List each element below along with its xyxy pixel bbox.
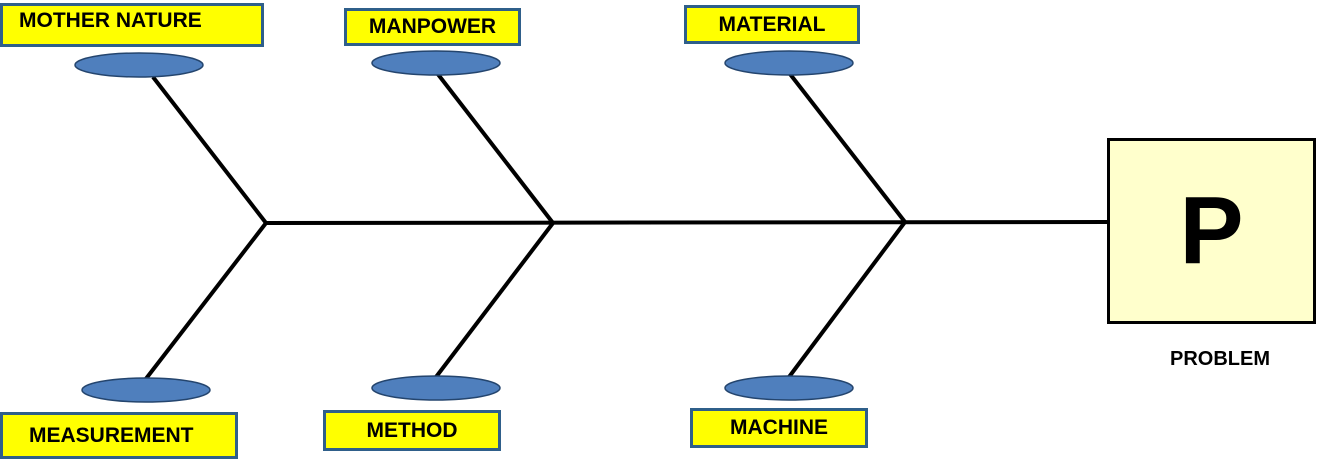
bone-material <box>788 72 907 224</box>
cause-label-manpower: MANPOWER <box>344 8 521 46</box>
cause-label-method: METHOD <box>323 410 501 451</box>
cause-label-measurement: MEASUREMENT <box>0 412 238 459</box>
node-mother-nature <box>74 52 204 78</box>
node-material <box>724 50 854 76</box>
bone-manpower <box>435 71 555 225</box>
problem-letter: P <box>1179 177 1244 284</box>
bone-measurement <box>143 221 268 382</box>
cause-label-machine: MACHINE <box>690 408 868 448</box>
node-measurement <box>81 377 211 403</box>
node-manpower <box>371 50 501 76</box>
spine-line <box>265 220 1108 225</box>
cause-label-material: MATERIAL <box>684 5 860 44</box>
bone-mother-nature <box>151 75 268 225</box>
cause-label-mother-nature: MOTHER NATURE <box>0 3 264 47</box>
problem-caption: PROBLEM <box>1170 348 1270 370</box>
node-method <box>371 375 501 401</box>
bone-machine <box>787 220 907 379</box>
bone-method <box>434 221 555 379</box>
problem-box: P <box>1107 138 1316 324</box>
node-machine <box>724 375 854 401</box>
